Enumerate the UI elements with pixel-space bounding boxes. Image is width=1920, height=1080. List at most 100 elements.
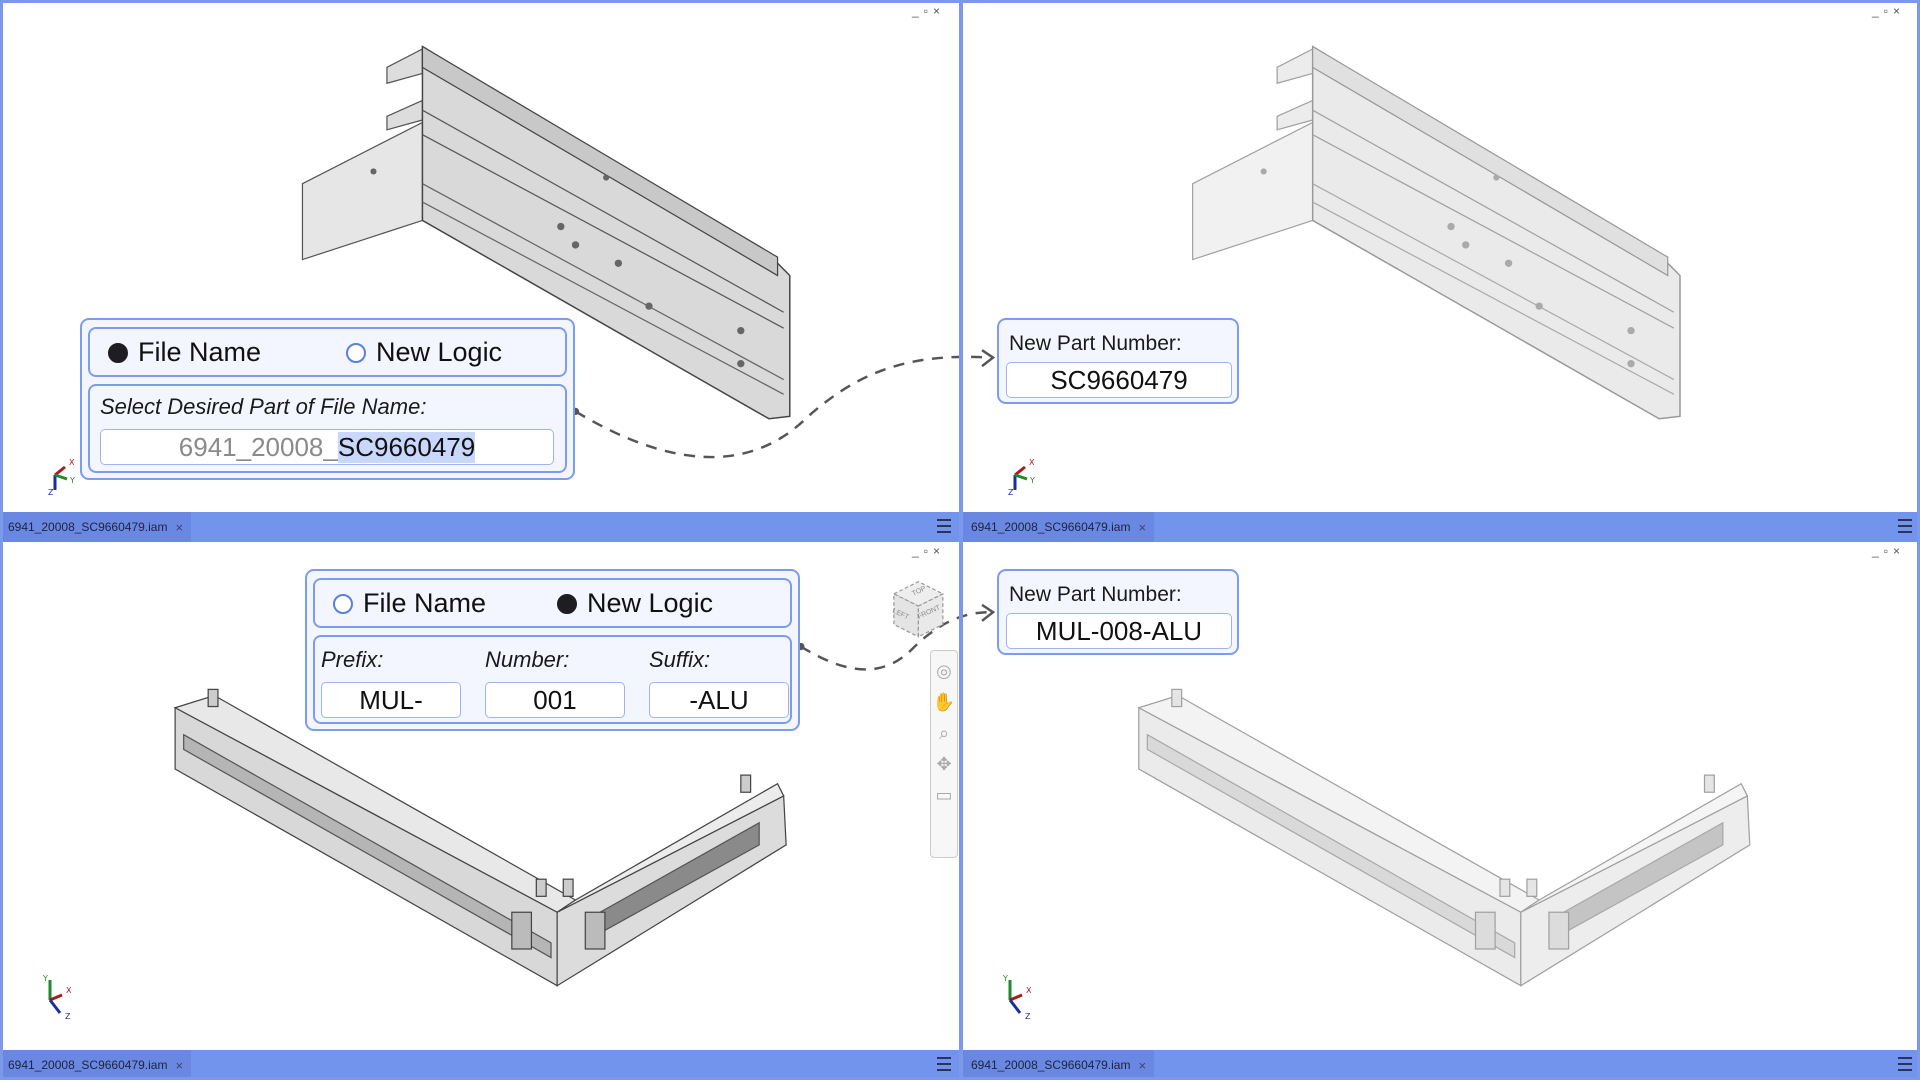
file-name-panel: File Name New Logic Select Desired Part …	[80, 318, 575, 480]
document-tab-bar: 6941_20008_SC9660479.iam ×	[0, 1050, 959, 1080]
document-tab[interactable]: 6941_20008_SC9660479.iam ×	[0, 512, 192, 542]
document-tab[interactable]: 6941_20008_SC9660479.iam ×	[963, 1050, 1155, 1080]
document-tab[interactable]: 6941_20008_SC9660479.iam ×	[0, 1050, 192, 1080]
tab-label: 6941_20008_SC9660479.iam	[971, 1058, 1131, 1072]
restore-button[interactable]: ▫	[1883, 544, 1888, 558]
svg-text:Z: Z	[65, 1012, 71, 1021]
view-cube-labels[interactable]: TOP LEFT FRONT	[888, 576, 944, 632]
document-tab[interactable]: 6941_20008_SC9660479.iam ×	[963, 512, 1155, 542]
number-label: Number:	[485, 647, 570, 672]
steering-wheel-icon[interactable]: ◎	[936, 661, 952, 682]
orbit-icon[interactable]: ✥	[936, 754, 952, 775]
radio-empty-icon	[333, 593, 353, 614]
radio-new-logic[interactable]: New Logic	[557, 588, 713, 619]
prefix-label: Prefix:	[321, 647, 384, 672]
new-part-number-field[interactable]: SC9660479	[1006, 362, 1232, 398]
radio-selected-icon	[108, 342, 128, 363]
svg-text:Y: Y	[1002, 975, 1008, 983]
mode-radio-group: File Name New Logic	[313, 578, 792, 628]
document-tab-bar: 6941_20008_SC9660479.iam ×	[0, 512, 959, 542]
mode-radio-group: File Name New Logic	[88, 327, 567, 377]
close-button[interactable]: ×	[1892, 544, 1900, 558]
menu-icon[interactable]	[937, 1057, 951, 1071]
number-input[interactable]: 001	[485, 682, 625, 718]
svg-text:Z: Z	[1025, 1012, 1031, 1021]
radio-label: New Logic	[376, 337, 503, 367]
close-button[interactable]: ×	[932, 544, 940, 558]
view-cube-top-label[interactable]: TOP	[911, 585, 928, 598]
restore-button[interactable]: ▫	[923, 4, 928, 18]
new-part-number-panel: New Part Number: MUL-008-ALU	[997, 569, 1239, 655]
select-part-label: Select Desired Part of File Name:	[100, 394, 427, 419]
tab-close-icon[interactable]: ×	[175, 1057, 184, 1073]
navigation-bar[interactable]: ◎ ✋ ⌕ ✥ ▭	[930, 650, 958, 858]
radio-file-name[interactable]: File Name	[333, 588, 486, 619]
radio-empty-icon	[346, 342, 366, 363]
svg-text:X: X	[1026, 986, 1032, 995]
tray-model-shaded	[174, 688, 787, 987]
window-controls: _ ▫ ×	[912, 544, 940, 558]
zoom-icon[interactable]: ⌕	[938, 723, 950, 744]
svg-text:X: X	[69, 458, 75, 467]
view-face-icon[interactable]: ▭	[935, 785, 953, 806]
suffix-label: Suffix:	[649, 647, 711, 672]
view-cube[interactable]	[892, 580, 945, 638]
tab-close-icon[interactable]: ×	[175, 519, 184, 535]
prefix-input[interactable]: MUL-	[321, 682, 461, 718]
menu-icon[interactable]	[1898, 519, 1912, 533]
suffix-input[interactable]: -ALU	[649, 682, 789, 718]
minimize-button[interactable]: _	[912, 4, 919, 18]
restore-button[interactable]: ▫	[1883, 4, 1888, 18]
tab-label: 6941_20008_SC9660479.iam	[8, 1058, 168, 1072]
file-name-selection-group: Select Desired Part of File Name: 6941_2…	[88, 384, 567, 473]
tab-label: 6941_20008_SC9660479.iam	[8, 520, 168, 534]
window-controls: _ ▫ ×	[1872, 544, 1900, 558]
new-part-number-label: New Part Number:	[1009, 332, 1182, 355]
document-tab-bar: 6941_20008_SC9660479.iam ×	[963, 512, 1920, 542]
view-cube-front-label[interactable]: FRONT	[916, 604, 942, 621]
radio-label: File Name	[138, 337, 262, 367]
file-name-field[interactable]: 6941_20008_SC9660479	[100, 429, 554, 465]
new-part-number-field[interactable]: MUL-008-ALU	[1006, 613, 1232, 649]
svg-text:Z: Z	[48, 488, 54, 495]
beam-model-outline	[1191, 45, 1681, 420]
document-tab-bar: 6941_20008_SC9660479.iam ×	[963, 1050, 1920, 1080]
file-name-unselected: 6941_20008_	[178, 431, 338, 462]
radio-label: File Name	[363, 588, 487, 618]
axis-triad-icon: Y X Z	[1002, 975, 1032, 1021]
svg-text:Y: Y	[1029, 476, 1035, 485]
radio-label: New Logic	[587, 588, 714, 618]
axis-triad-icon: XY Z	[48, 458, 75, 495]
view-cube-left-label[interactable]: LEFT	[891, 607, 910, 622]
close-button[interactable]: ×	[932, 4, 940, 18]
new-part-number-panel: New Part Number: SC9660479	[997, 318, 1239, 404]
tab-close-icon[interactable]: ×	[1138, 519, 1147, 535]
new-part-number-label: New Part Number:	[1009, 583, 1182, 606]
axis-triad-icon: YXZ	[42, 975, 72, 1021]
pan-icon[interactable]: ✋	[932, 692, 956, 713]
minimize-button[interactable]: _	[1872, 4, 1879, 18]
radio-file-name[interactable]: File Name	[108, 337, 261, 368]
minimize-button[interactable]: _	[1872, 544, 1879, 558]
tab-label: 6941_20008_SC9660479.iam	[971, 520, 1131, 534]
window-controls: _ ▫ ×	[1872, 4, 1900, 18]
svg-text:Y: Y	[42, 975, 48, 983]
menu-icon[interactable]	[937, 519, 951, 533]
radio-selected-icon	[557, 593, 577, 614]
window-controls: _ ▫ ×	[912, 4, 940, 18]
viewport-divider[interactable]	[959, 0, 963, 1080]
tab-close-icon[interactable]: ×	[1138, 1057, 1147, 1073]
axis-triad-icon: XYZ	[1008, 458, 1035, 495]
radio-new-logic[interactable]: New Logic	[346, 337, 502, 368]
new-logic-fields-group: Prefix: Number: Suffix: MUL- 001 -ALU	[313, 635, 792, 724]
connector-arrow-1	[574, 355, 990, 459]
menu-icon[interactable]	[1898, 1057, 1912, 1071]
file-name-selection[interactable]: SC9660479	[337, 431, 476, 463]
restore-button[interactable]: ▫	[923, 544, 928, 558]
tray-model-outline	[1138, 688, 1751, 987]
svg-text:X: X	[1029, 458, 1035, 467]
close-button[interactable]: ×	[1892, 4, 1900, 18]
svg-text:Y: Y	[69, 476, 75, 485]
new-logic-panel: File Name New Logic Prefix: Number: Suff…	[305, 569, 800, 731]
minimize-button[interactable]: _	[912, 544, 919, 558]
